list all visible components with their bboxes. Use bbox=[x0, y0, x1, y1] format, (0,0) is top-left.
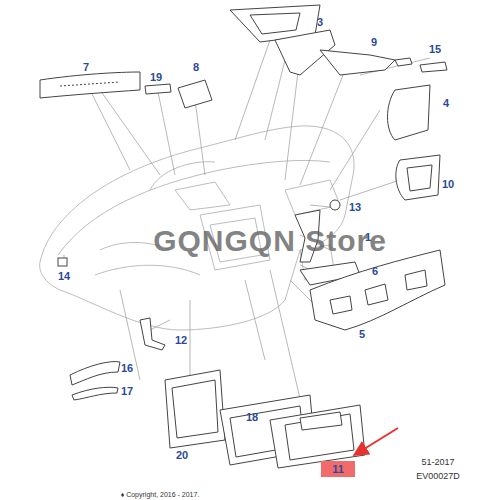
callout-number: 11 bbox=[321, 463, 355, 475]
drawing-code: EV00027D bbox=[416, 471, 460, 481]
callout-number: 10 bbox=[442, 178, 454, 190]
callout-number: 13 bbox=[349, 201, 361, 213]
callout-number: 15 bbox=[429, 43, 441, 55]
callout-number: 9 bbox=[371, 36, 377, 48]
callout-number: 17 bbox=[121, 385, 133, 397]
callout-number: 19 bbox=[150, 71, 162, 83]
callout-number: 18 bbox=[246, 411, 258, 423]
callout-number: 5 bbox=[359, 328, 365, 340]
callout-number: 4 bbox=[443, 97, 449, 109]
watermark: GQNGQN Store bbox=[153, 224, 387, 258]
copyright-note: ♦ Copyright, 2016 - 2017. bbox=[121, 491, 200, 498]
callout-number: 12 bbox=[175, 334, 187, 346]
callout-number: 14 bbox=[58, 270, 70, 282]
callout-number: 6 bbox=[372, 265, 378, 277]
callout-number: 7 bbox=[83, 61, 89, 73]
drawing-code: 51-2017 bbox=[421, 457, 454, 467]
callout-number: 20 bbox=[176, 449, 188, 461]
callout-number: 8 bbox=[193, 61, 199, 73]
callout-number: 3 bbox=[317, 16, 323, 28]
highlight-callout: 11 bbox=[321, 461, 355, 477]
callout-number: 16 bbox=[121, 362, 133, 374]
